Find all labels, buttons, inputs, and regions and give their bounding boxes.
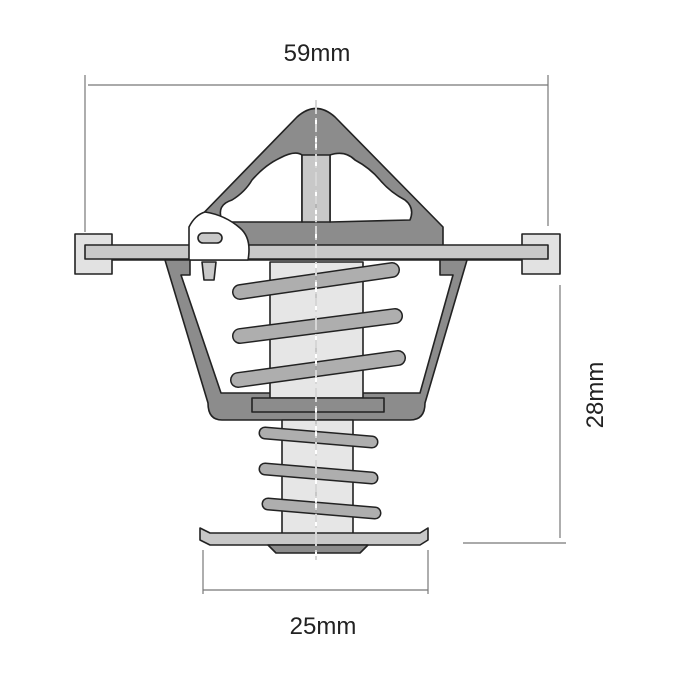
dimension-lines: [84, 75, 566, 594]
return-spring: [258, 426, 382, 520]
bridge-window-right: [329, 152, 413, 223]
spring-coil-fill: [231, 351, 405, 387]
base-dimension-label: 25mm: [289, 613, 357, 640]
spring-coil-fill: [260, 428, 377, 447]
main-spring: [230, 262, 406, 388]
spring-coil-fill: [260, 464, 377, 483]
bottom-plate: [199, 527, 429, 546]
height-dimension-label: 28mm: [582, 361, 609, 429]
jiggle-pin: [197, 232, 223, 244]
bottom-cap: [267, 544, 369, 554]
cup-seat: [251, 397, 385, 413]
jiggle-pin-stem: [201, 261, 217, 281]
valve-cup: [164, 259, 468, 421]
width-dimension-label: 59mm: [283, 40, 351, 67]
spring-coil-fill: [233, 309, 402, 343]
spring-coil-fill: [263, 499, 380, 518]
